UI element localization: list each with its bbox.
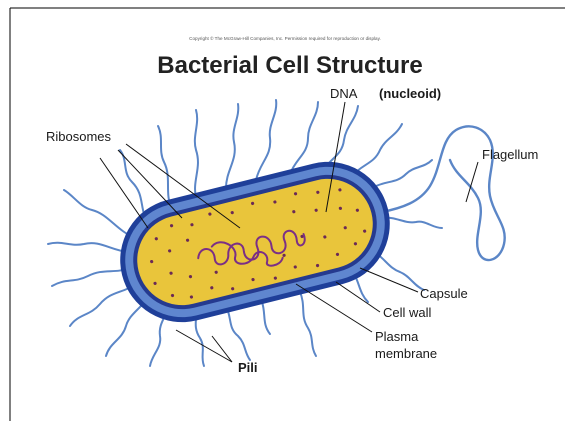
leader-cell-wall: [336, 282, 380, 312]
pilus: [195, 110, 198, 198]
label-nucleoid: (nucleoid): [379, 86, 441, 101]
copyright-note: Copyright © The McGraw-Hill Companies, I…: [189, 35, 381, 41]
pilus: [256, 100, 276, 180]
pilus: [48, 243, 128, 252]
pilus: [52, 268, 130, 286]
diagram-title: Bacterial Cell Structure: [157, 52, 422, 79]
pilus: [226, 104, 238, 188]
label-pili: Pili: [238, 360, 258, 375]
label-capsule: Capsule: [420, 286, 468, 301]
pilus: [262, 302, 270, 334]
cell-body: [107, 149, 403, 336]
label-cell-wall: Cell wall: [383, 305, 432, 320]
pilus: [372, 160, 432, 188]
leader-pili-2: [212, 336, 232, 362]
leader-pili-1: [176, 330, 232, 362]
pilus: [382, 218, 442, 228]
label-flagellum: Flagellum: [482, 147, 538, 162]
pilus: [158, 126, 172, 210]
label-plasma-membrane-line2: membrane: [375, 346, 437, 361]
pilus: [226, 306, 250, 360]
label-ribosomes: Ribosomes: [46, 129, 112, 144]
label-dna: DNA: [330, 86, 358, 101]
pilus: [64, 190, 135, 238]
pilus: [290, 102, 318, 174]
leader-capsule: [360, 268, 418, 292]
label-plasma-membrane-line1: Plasma: [375, 329, 419, 344]
pilus: [300, 292, 316, 356]
pilus: [352, 124, 402, 176]
